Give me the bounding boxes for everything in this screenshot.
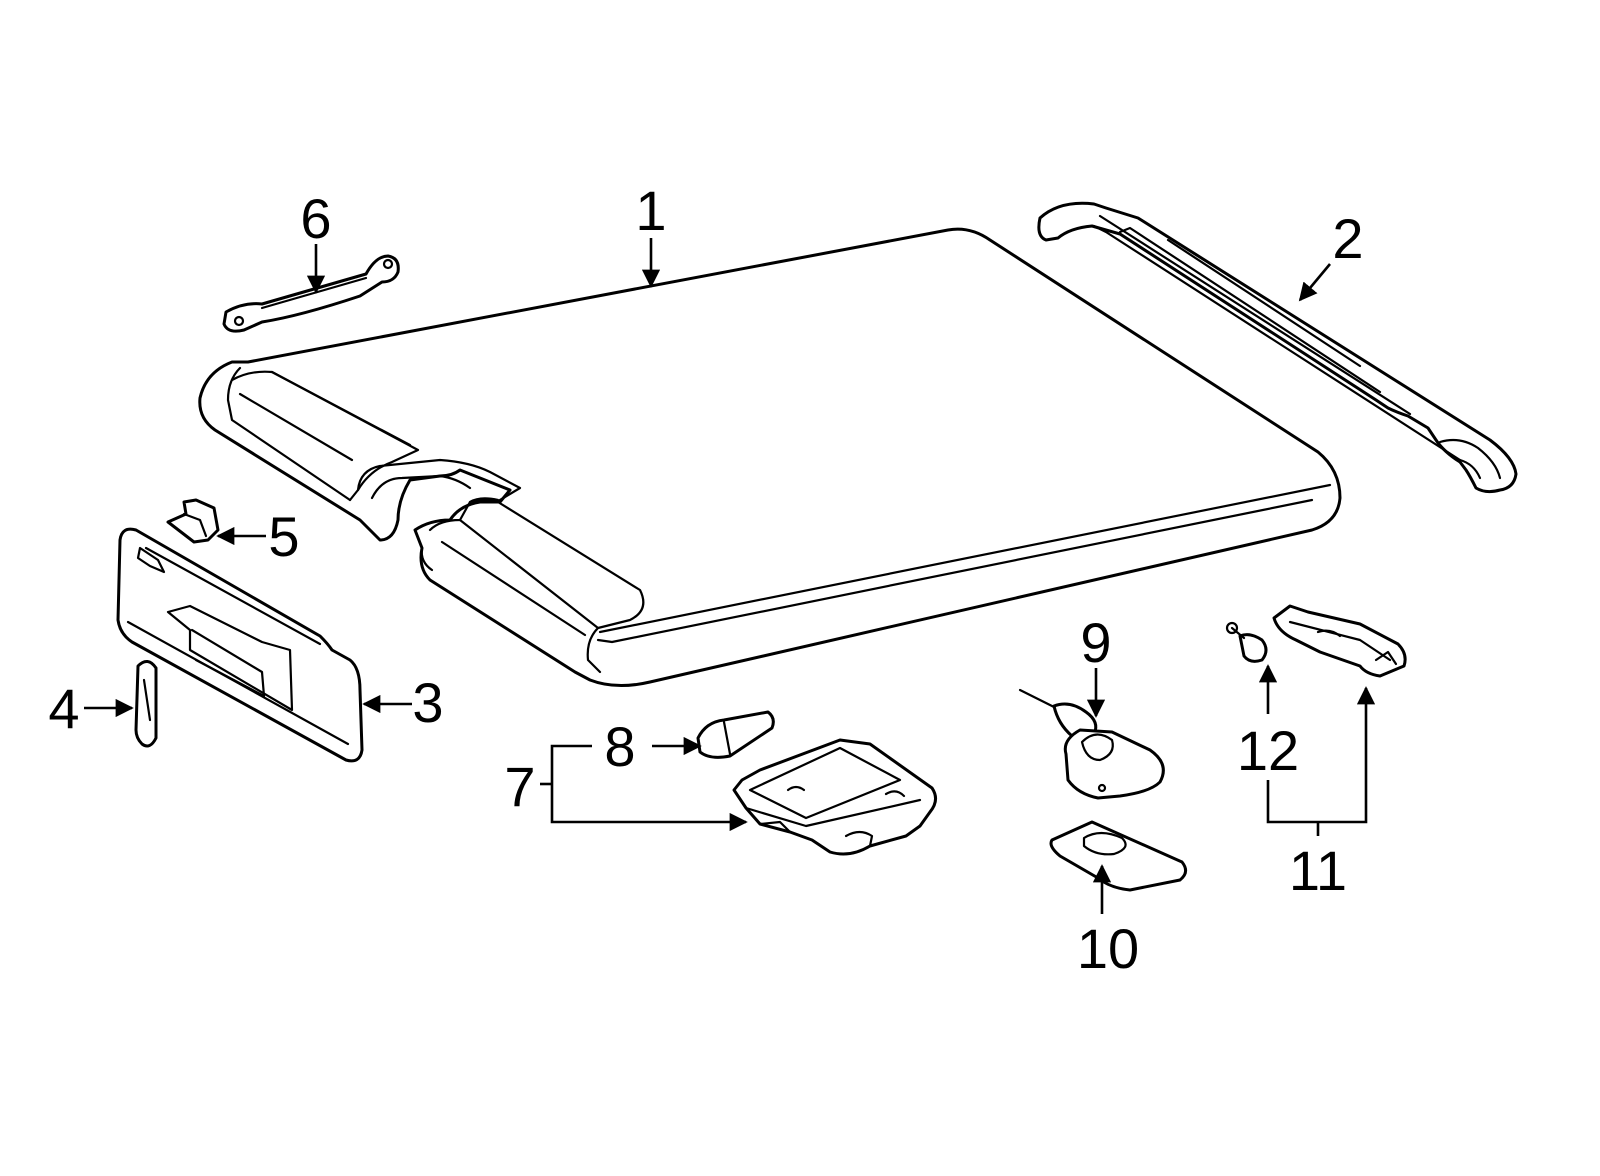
sun-visor-part bbox=[116, 527, 364, 763]
map-lamp-housing-part bbox=[1272, 604, 1407, 678]
leader-lines bbox=[84, 238, 1376, 914]
small-bulb-part bbox=[1225, 621, 1268, 663]
callout-11: 11 bbox=[1289, 839, 1347, 902]
callout-3: 3 bbox=[412, 671, 443, 734]
lamp-lens-part bbox=[1049, 820, 1187, 892]
callout-7: 7 bbox=[504, 755, 535, 818]
callout-1: 1 bbox=[635, 179, 666, 242]
dome-lamp-assembly-part bbox=[732, 738, 937, 856]
leader-arrow-2 bbox=[1298, 263, 1331, 302]
visor-clip-part bbox=[134, 660, 158, 748]
visor-holder-part bbox=[166, 498, 220, 544]
side-rail-trim-part bbox=[1037, 201, 1518, 494]
callout-5: 5 bbox=[268, 505, 299, 568]
callout-10: 10 bbox=[1077, 917, 1139, 980]
assist-grip-part bbox=[222, 254, 400, 333]
callout-6: 6 bbox=[300, 187, 331, 250]
callout-9: 9 bbox=[1080, 611, 1111, 674]
bulb-part bbox=[696, 710, 775, 759]
callout-4: 4 bbox=[48, 677, 79, 740]
callout-12: 12 bbox=[1237, 719, 1299, 782]
callout-8: 8 bbox=[604, 715, 635, 778]
callout-2: 2 bbox=[1332, 207, 1363, 270]
headliner-part bbox=[198, 227, 1342, 687]
callout-labels: 1 2 3 4 5 6 7 8 9 10 11 12 bbox=[48, 179, 1363, 980]
lamp-socket-part bbox=[1018, 688, 1165, 800]
